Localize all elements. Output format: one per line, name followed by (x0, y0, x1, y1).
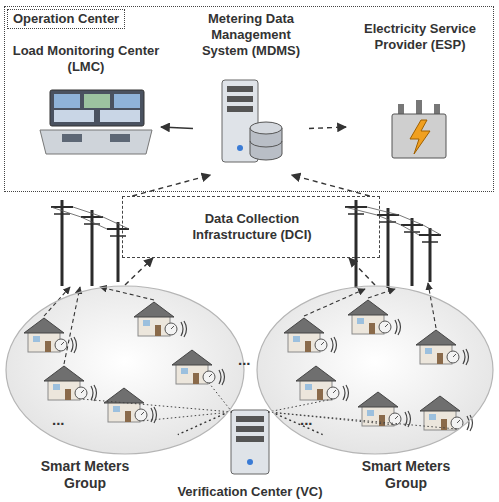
connector-arrow (349, 258, 375, 285)
node-label: Load Monitoring Center (LMC) (11, 43, 161, 75)
monitoring-console (40, 90, 152, 154)
node-label: Smart Meters Group (346, 458, 466, 492)
connector-arrow (309, 127, 346, 129)
group-ellipse: Smart Meters Group (5, 285, 245, 455)
connector-arrow (161, 127, 193, 128)
node-label: Operation Center (7, 9, 125, 29)
node-label: Metering Data Management System (MDMS) (193, 11, 309, 59)
ellipsis-label: ... (300, 412, 313, 428)
connector-arrow (132, 175, 210, 196)
ellipse-outline (5, 285, 245, 455)
server-icon (231, 410, 269, 474)
node-label: Verification Center (VC) (165, 484, 335, 500)
connector-arrow (178, 414, 225, 435)
ellipse-outline (256, 285, 494, 455)
process-box: Load Monitoring Center (LMC) (11, 41, 161, 167)
node-label: Data Collection Infrastructure (DCI) (172, 211, 332, 243)
node-label: Electricity Service Provider (ESP) (346, 21, 494, 53)
process-box: Electricity Service Provider (ESP) (346, 19, 494, 169)
ellipsis-label: ... (52, 412, 65, 428)
node-label: Smart Meters Group (25, 458, 145, 492)
transformer-icon (392, 100, 446, 158)
process-box: Metering Data Management System (MDMS) (193, 9, 309, 175)
connector-arrow (292, 175, 370, 196)
region-box: Operation CenterLoad Monitoring Center (… (4, 6, 494, 192)
ellipsis-label: ... (238, 352, 251, 368)
region-box: Data Collection Infrastructure (DCI) (122, 196, 380, 258)
group-ellipse: Smart Meters Group (256, 285, 494, 455)
connector-arrow (125, 258, 153, 285)
server-icon (222, 80, 282, 162)
connector-arrow (276, 414, 323, 435)
